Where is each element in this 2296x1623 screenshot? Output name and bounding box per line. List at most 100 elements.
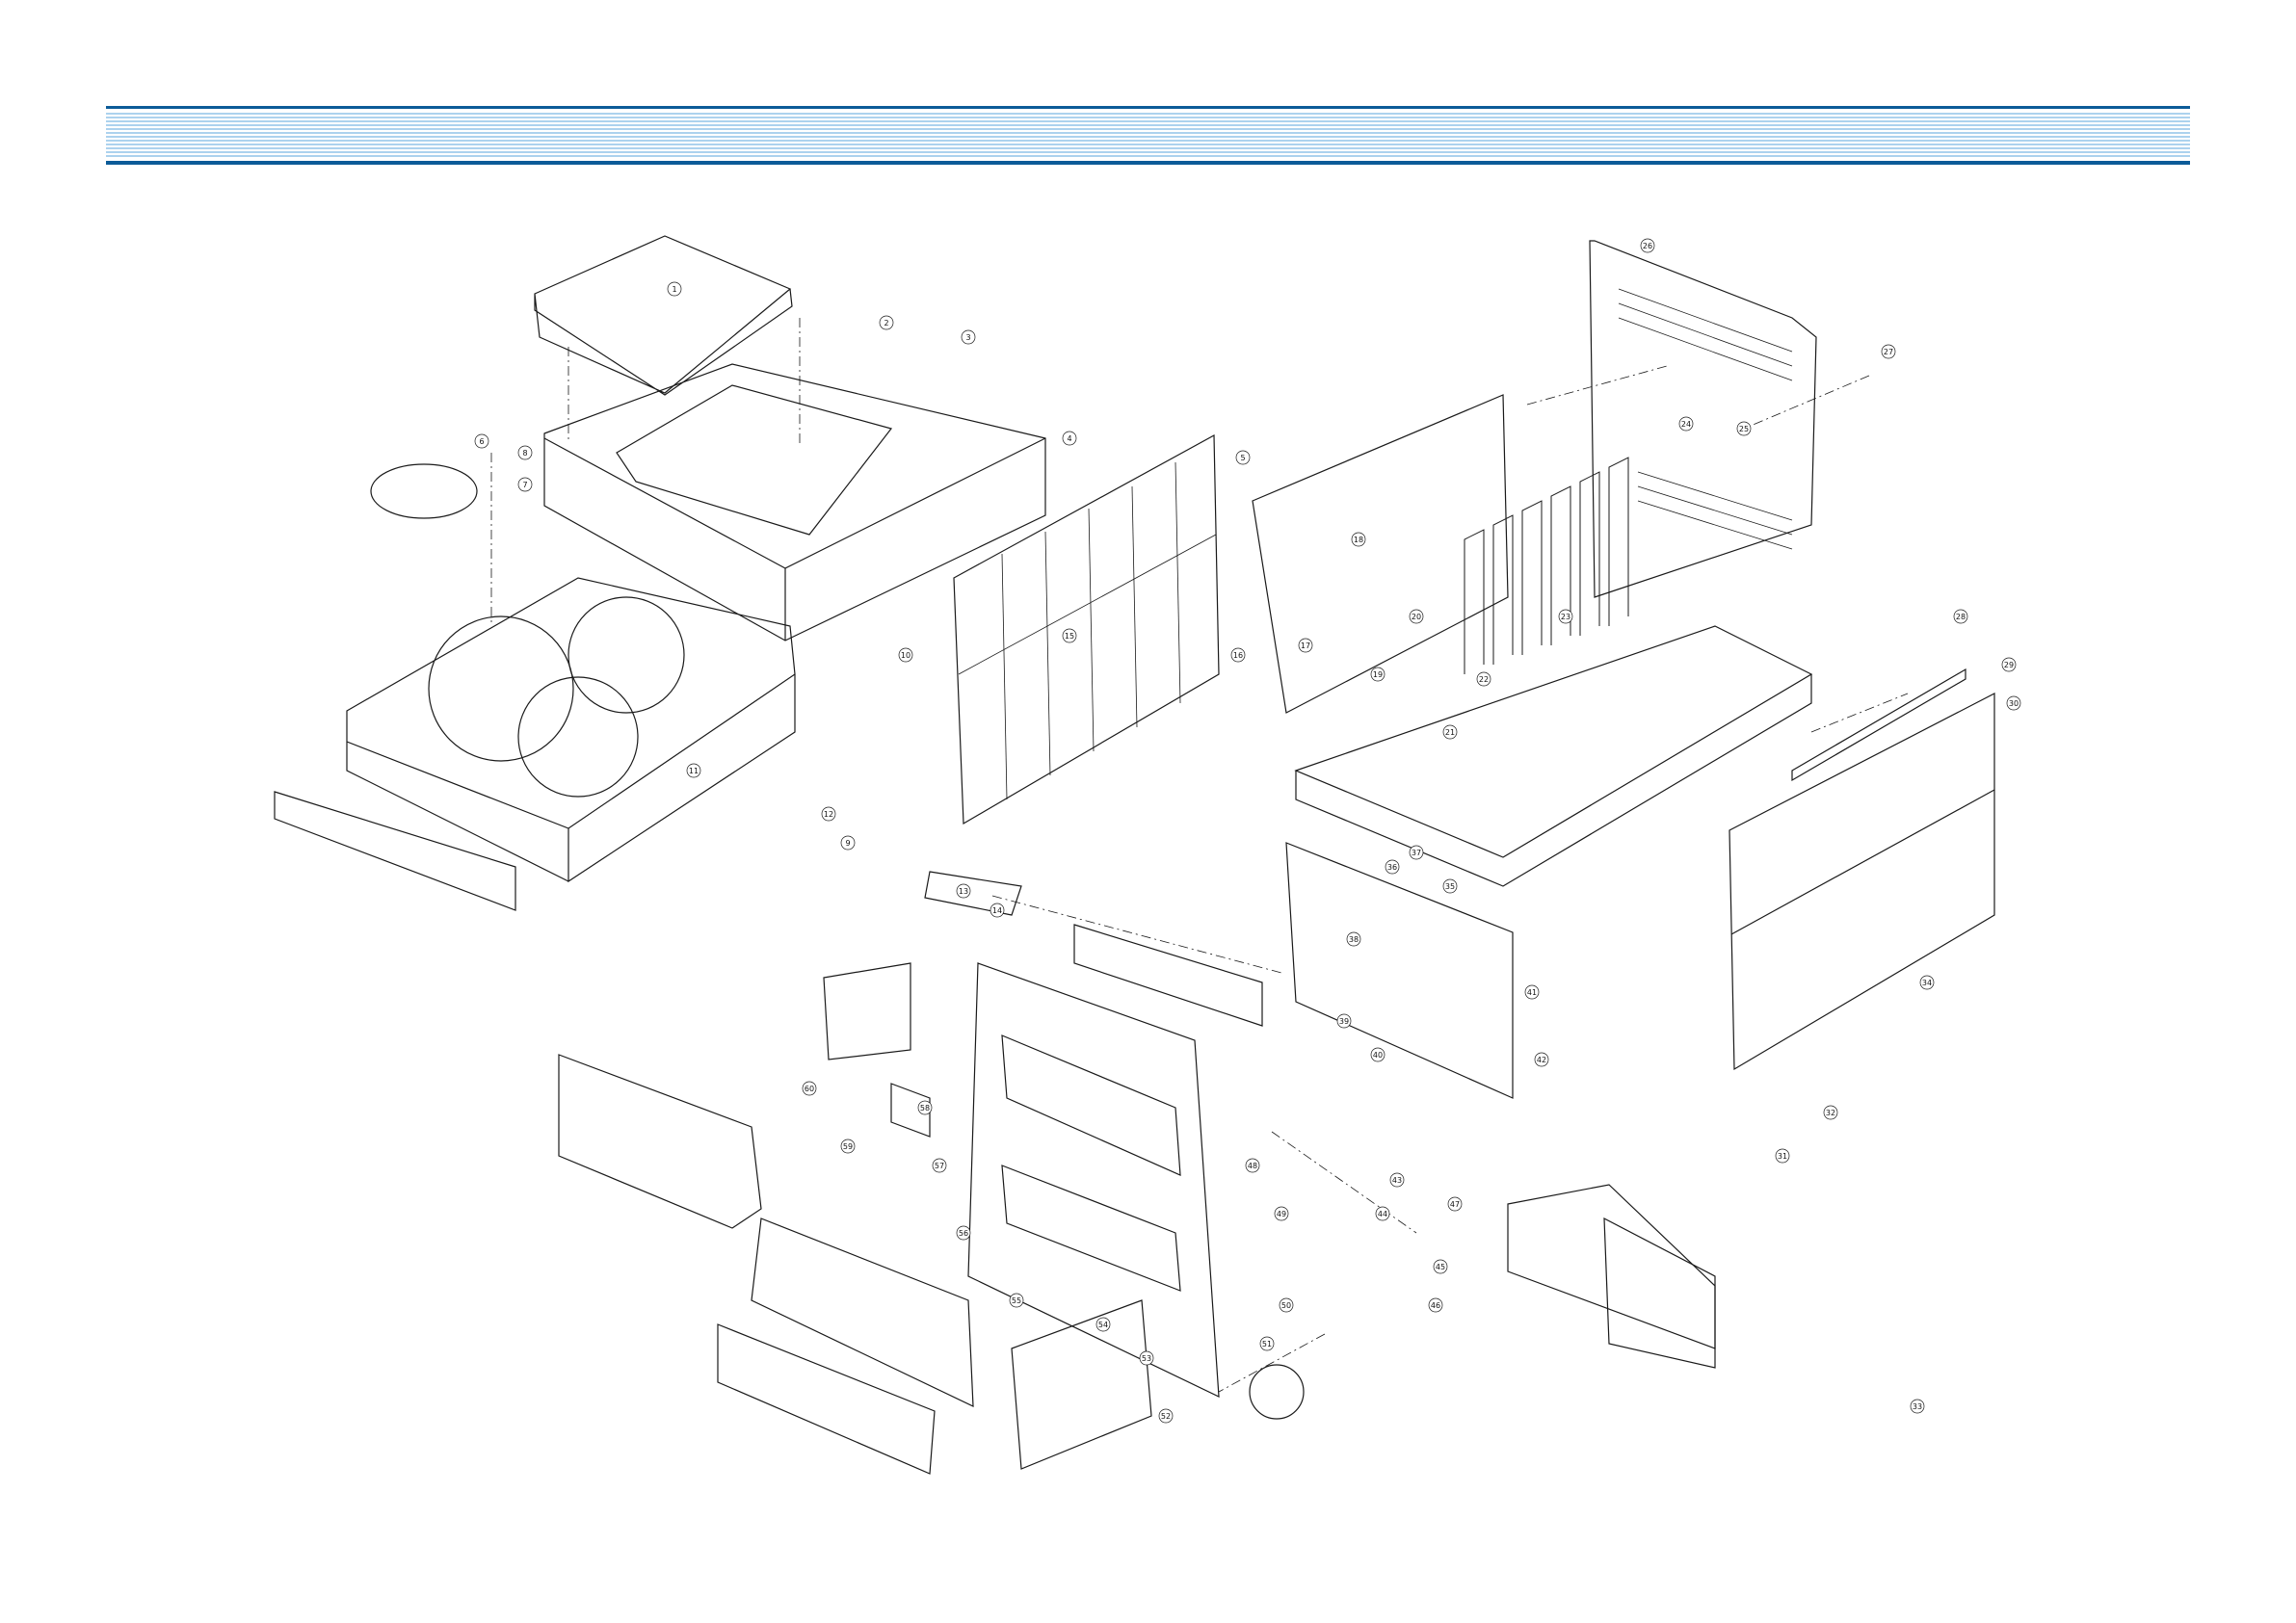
upper-door bbox=[559, 1055, 761, 1228]
top-front-trim bbox=[925, 872, 1021, 915]
callout-number: 40 bbox=[1373, 1051, 1383, 1060]
callout-11: 11 bbox=[687, 764, 700, 777]
callout-number: 28 bbox=[1956, 613, 1966, 621]
callout-number: 4 bbox=[1067, 434, 1071, 443]
callout-50: 50 bbox=[1280, 1298, 1293, 1312]
display-pcb bbox=[1286, 843, 1513, 1098]
callout-43: 43 bbox=[1390, 1173, 1404, 1187]
callout-18: 18 bbox=[1352, 533, 1365, 546]
callout-number: 31 bbox=[1778, 1152, 1787, 1161]
callout-number: 17 bbox=[1301, 641, 1310, 650]
callout-37: 37 bbox=[1410, 846, 1423, 859]
callout-number: 8 bbox=[522, 449, 527, 458]
callout-3: 3 bbox=[962, 330, 975, 344]
disc-slot-2 bbox=[568, 597, 684, 713]
callout-number: 32 bbox=[1826, 1109, 1835, 1117]
callout-22: 22 bbox=[1477, 672, 1491, 686]
side-panel-seam bbox=[1731, 790, 1994, 934]
callout-56: 56 bbox=[957, 1226, 970, 1240]
callout-number: 9 bbox=[845, 839, 850, 848]
callout-number: 19 bbox=[1373, 670, 1383, 679]
callout-number: 39 bbox=[1339, 1017, 1349, 1026]
callout-16: 16 bbox=[1231, 648, 1245, 662]
callout-25: 25 bbox=[1737, 422, 1751, 435]
callout-number: 48 bbox=[1248, 1162, 1257, 1170]
callout-13: 13 bbox=[957, 884, 970, 898]
callout-26: 26 bbox=[1641, 239, 1654, 252]
callout-8: 8 bbox=[518, 446, 532, 459]
callout-number: 22 bbox=[1479, 675, 1489, 684]
callout-10: 10 bbox=[899, 648, 912, 662]
callout-35: 35 bbox=[1443, 879, 1457, 893]
callout-number: 56 bbox=[959, 1229, 968, 1238]
callout-number: 14 bbox=[992, 906, 1002, 915]
front-display-window bbox=[1002, 1035, 1180, 1175]
callout-23: 23 bbox=[1559, 610, 1572, 623]
callout-number: 36 bbox=[1387, 863, 1397, 872]
callout-28: 28 bbox=[1954, 610, 1967, 623]
callout-number: 58 bbox=[920, 1104, 930, 1113]
callout-47: 47 bbox=[1448, 1197, 1462, 1211]
callout-number: 49 bbox=[1277, 1210, 1286, 1218]
callout-38: 38 bbox=[1347, 932, 1360, 946]
callout-number: 34 bbox=[1922, 979, 1932, 987]
bottom-chassis bbox=[1296, 626, 1811, 886]
jack-board bbox=[1604, 1218, 1715, 1368]
callout-31: 31 bbox=[1776, 1149, 1789, 1163]
callout-number: 41 bbox=[1527, 988, 1537, 997]
rear-panel-vents bbox=[1619, 289, 1792, 549]
callout-7: 7 bbox=[518, 478, 532, 491]
callout-number: 12 bbox=[824, 810, 833, 819]
callout-number: 37 bbox=[1412, 849, 1421, 857]
callout-number: 27 bbox=[1884, 348, 1893, 356]
volume-knob bbox=[1250, 1365, 1304, 1419]
rear-panel bbox=[1590, 241, 1816, 597]
callout-40: 40 bbox=[1371, 1048, 1385, 1061]
callout-number: 7 bbox=[522, 481, 527, 489]
callout-42: 42 bbox=[1535, 1053, 1548, 1066]
callout-number: 23 bbox=[1561, 613, 1570, 621]
key-pcb bbox=[1074, 925, 1262, 1026]
callout-33: 33 bbox=[1911, 1400, 1924, 1413]
callout-44: 44 bbox=[1376, 1207, 1389, 1220]
callout-number: 43 bbox=[1392, 1176, 1402, 1185]
callout-54: 54 bbox=[1096, 1318, 1110, 1331]
middle-door bbox=[752, 1218, 973, 1406]
callout-number: 25 bbox=[1739, 425, 1749, 433]
callout-number: 11 bbox=[689, 767, 699, 775]
callout-29: 29 bbox=[2002, 658, 2016, 671]
callout-52: 52 bbox=[1159, 1409, 1173, 1423]
callout-number: 5 bbox=[1240, 454, 1245, 462]
callout-number: 46 bbox=[1431, 1301, 1440, 1310]
callout-number: 30 bbox=[2009, 699, 2019, 708]
callout-number: 47 bbox=[1450, 1200, 1460, 1209]
callout-number: 6 bbox=[479, 437, 484, 446]
callout-57: 57 bbox=[933, 1159, 946, 1172]
callout-number: 1 bbox=[672, 285, 676, 294]
cd-cover bbox=[544, 364, 1045, 641]
callout-55: 55 bbox=[1010, 1294, 1023, 1307]
callout-number: 35 bbox=[1445, 882, 1455, 891]
callout-6: 6 bbox=[475, 434, 488, 448]
main-pcb bbox=[1253, 395, 1508, 713]
callout-5: 5 bbox=[1236, 451, 1250, 464]
callout-number: 16 bbox=[1233, 651, 1243, 660]
callout-number: 53 bbox=[1142, 1354, 1151, 1363]
callout-number: 33 bbox=[1913, 1402, 1922, 1411]
callout-49: 49 bbox=[1275, 1207, 1288, 1220]
callout-32: 32 bbox=[1824, 1106, 1837, 1119]
callout-39: 39 bbox=[1337, 1014, 1351, 1028]
callout-46: 46 bbox=[1429, 1298, 1442, 1312]
callout-1: 1 bbox=[668, 282, 681, 296]
callout-60: 60 bbox=[803, 1082, 816, 1095]
callout-number: 24 bbox=[1681, 420, 1691, 429]
callout-number: 10 bbox=[901, 651, 910, 660]
callout-20: 20 bbox=[1410, 610, 1423, 623]
cassette-mechanism-left bbox=[824, 963, 910, 1060]
assembly-guide-lines bbox=[491, 318, 1908, 1392]
disc-slot-3 bbox=[518, 677, 638, 797]
callout-number: 50 bbox=[1281, 1301, 1291, 1310]
callout-number: 3 bbox=[965, 333, 970, 342]
callout-number: 45 bbox=[1436, 1263, 1445, 1271]
